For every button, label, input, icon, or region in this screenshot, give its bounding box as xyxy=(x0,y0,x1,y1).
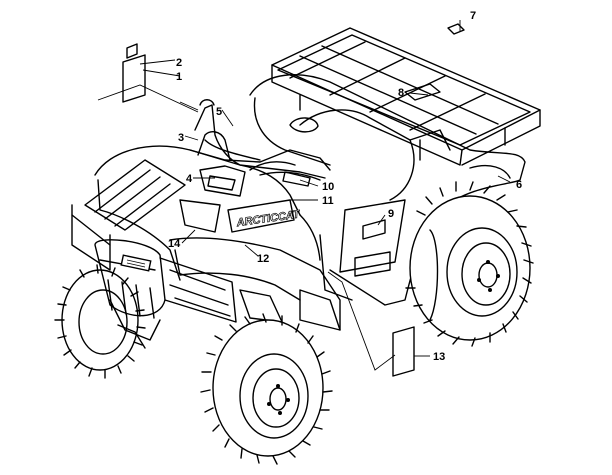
logo-text: ARCTICCAT xyxy=(235,208,302,229)
callout-12: 12 xyxy=(257,253,269,265)
callout-2: 2 xyxy=(176,57,182,69)
decal-2 xyxy=(126,43,138,59)
callout-3: 3 xyxy=(178,132,184,144)
callout-10: 10 xyxy=(322,181,334,193)
front-right-wheel xyxy=(200,313,333,465)
callout-8: 8 xyxy=(398,87,404,99)
callout-9: 9 xyxy=(388,208,394,220)
callout-13: 13 xyxy=(433,351,445,363)
callout-14: 14 xyxy=(168,238,181,250)
decal-9 xyxy=(362,219,386,240)
front-left-wheel xyxy=(54,264,146,379)
rear-right-wheel xyxy=(405,181,534,347)
callout-11: 11 xyxy=(322,195,334,207)
callout-1: 1 xyxy=(176,71,182,83)
logo-decal: ARCTICCAT xyxy=(227,199,302,233)
decal-8 xyxy=(404,83,441,101)
callout-5: 5 xyxy=(216,106,222,118)
rear-cargo-rack xyxy=(271,27,541,166)
callout-6: 6 xyxy=(516,179,522,191)
decals xyxy=(122,23,465,377)
decal-1 xyxy=(122,54,146,103)
decal-13 xyxy=(392,326,415,377)
callout-7: 7 xyxy=(470,10,476,22)
front-rack-bumper xyxy=(71,159,237,349)
callout-4: 4 xyxy=(186,173,193,185)
callout-labels: 2 1 3 4 5 6 7 8 9 10 11 12 13 14 xyxy=(168,10,522,363)
leader-lines xyxy=(97,20,511,371)
decal-7 xyxy=(447,23,465,35)
handlebar-console xyxy=(179,99,326,233)
